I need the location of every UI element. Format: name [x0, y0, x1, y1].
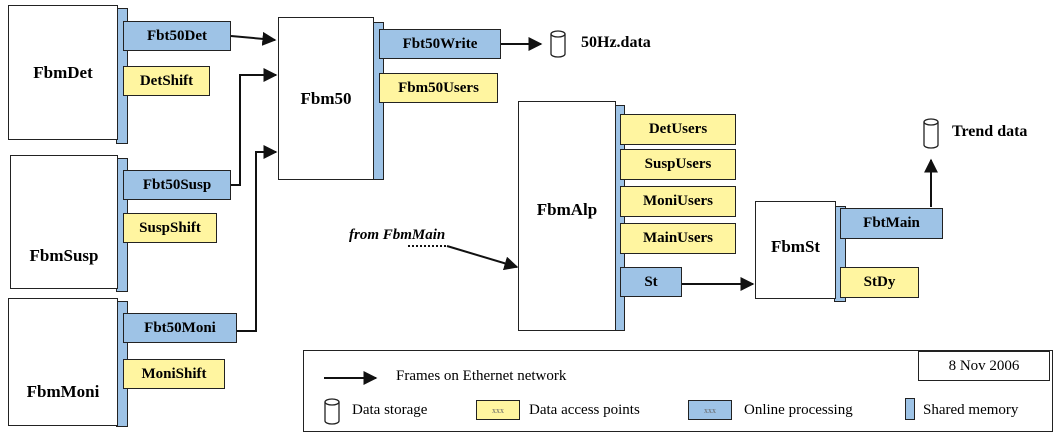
legend-shared-label: Shared memory [923, 402, 1019, 418]
process-fbtmain: FbtMain [840, 208, 943, 239]
arrow-fbt50moni-to-fbm50 [237, 145, 278, 332]
storage-label-trend: Trend data [952, 123, 1028, 140]
legend-storage-icon [324, 398, 340, 425]
process-fbt50moni: Fbt50Moni [123, 313, 237, 343]
access-fbm50users: Fbm50Users [379, 73, 498, 103]
frame-fbmdet: FbmDet [8, 5, 118, 140]
access-suspusers: SuspUsers [620, 149, 736, 180]
date-stamp: 8 Nov 2006 [918, 351, 1050, 381]
legend-online-label: Online processing [744, 402, 853, 418]
process-fbt50det: Fbt50Det [123, 21, 231, 51]
legend-storage-label: Data storage [352, 402, 428, 418]
legend-shared-swatch [905, 398, 915, 420]
arrow-input-to-fbmalp [446, 245, 519, 271]
access-moniusers: MoniUsers [620, 186, 736, 217]
input-label-from-fbmmain: from FbmMain [349, 227, 446, 243]
process-fbt50susp: Fbt50Susp [123, 170, 231, 200]
legend-access-swatch: xxx [476, 400, 520, 420]
access-monishift: MoniShift [123, 359, 225, 389]
frame-fbmalp: FbmAlp [518, 101, 616, 331]
legend-arrow-label: Frames on Ethernet network [396, 368, 567, 384]
access-mainusers: MainUsers [620, 223, 736, 254]
access-stdy: StDy [840, 267, 919, 298]
storage-cylinder-icon [923, 118, 939, 149]
access-suspshift: SuspShift [123, 213, 217, 243]
storage-cylinder-icon [550, 30, 566, 58]
access-detusers: DetUsers [620, 114, 736, 145]
legend-online-swatch: xxx [688, 400, 732, 420]
frame-fbmsusp: FbmSusp [10, 155, 118, 289]
frame-fbm50: Fbm50 [278, 17, 374, 180]
arrow-fbt50susp-to-fbm50 [231, 68, 278, 186]
legend-access-label: Data access points [529, 402, 640, 418]
process-st: St [620, 267, 682, 297]
arrow-fbt50det-to-fbm50 [230, 31, 277, 46]
storage-label-50hz: 50Hz.data [581, 34, 651, 51]
process-fbt50write: Fbt50Write [379, 29, 501, 59]
access-detshift: DetShift [123, 66, 210, 96]
frame-fbmmoni: FbmMoni [8, 298, 118, 426]
legend-arrow-icon [324, 371, 378, 385]
frame-fbmst: FbmSt [755, 201, 836, 299]
